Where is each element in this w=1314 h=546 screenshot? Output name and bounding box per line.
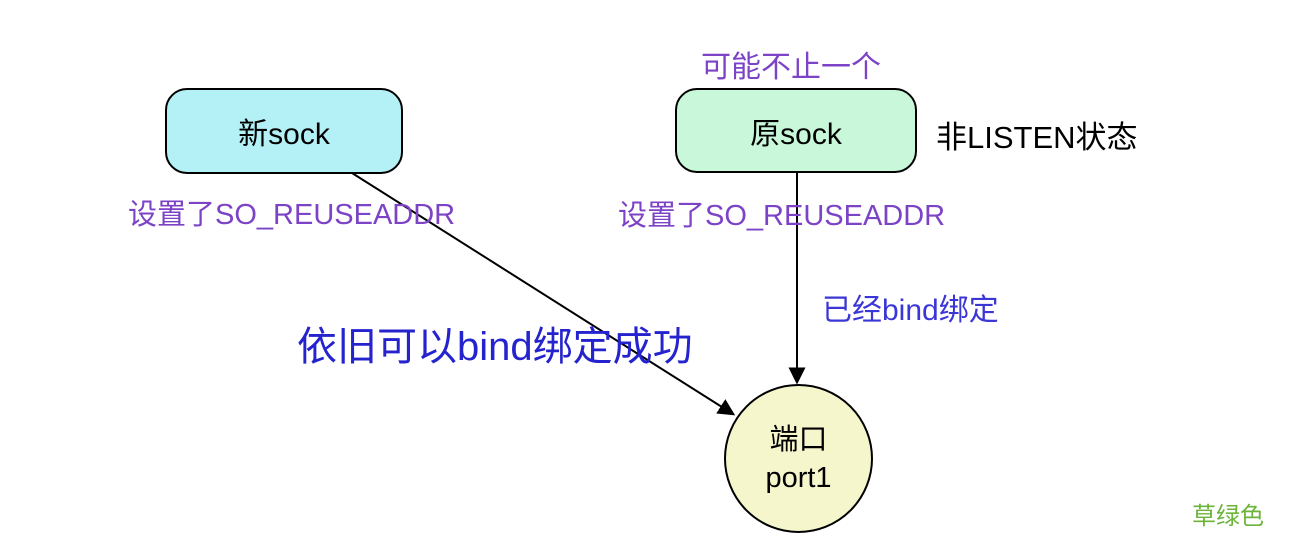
label-grass-green-note: 草绿色: [1192, 503, 1264, 530]
node-new-sock-label: 新sock: [238, 118, 330, 151]
node-port-label-line2: port1: [765, 461, 832, 494]
label-still-can-bind: 依旧可以bind绑定成功: [297, 325, 693, 369]
node-port-label-line1: 端口: [769, 423, 828, 456]
label-set-so-reuseaddr-right: 设置了SO_REUSEADDR: [618, 200, 946, 232]
node-orig-sock-label: 原sock: [750, 117, 842, 151]
label-non-listen-state: 非LISTEN状态: [936, 120, 1138, 155]
label-set-so-reuseaddr-left: 设置了SO_REUSEADDR: [128, 199, 456, 231]
node-port-circle: 端口 port1: [724, 384, 873, 533]
label-already-bind: 已经bind绑定: [822, 294, 999, 327]
label-maybe-more-than-one: 可能不止一个: [701, 51, 881, 84]
node-orig-sock: 原sock: [675, 88, 917, 173]
node-new-sock: 新sock: [165, 88, 403, 174]
